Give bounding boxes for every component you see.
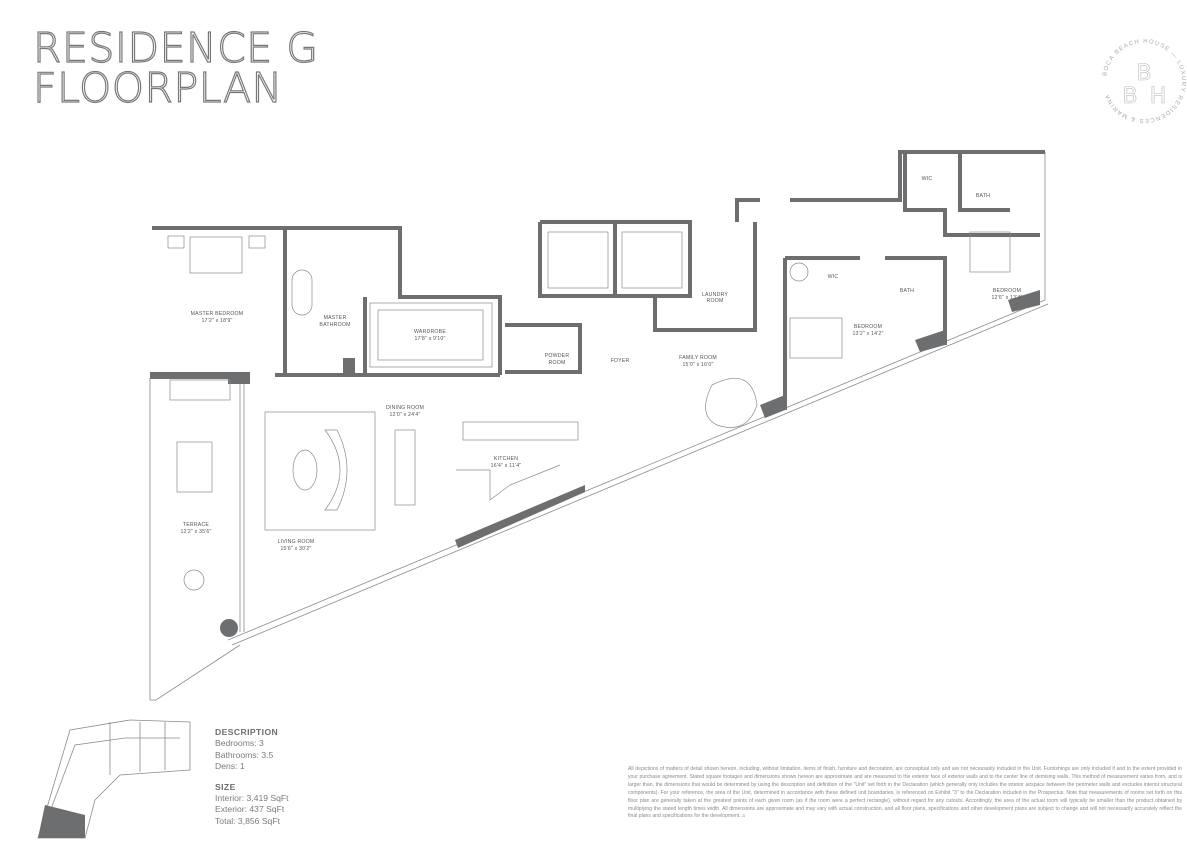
bedrooms-count: Bedrooms: 3 [215,738,264,749]
logo-monogram-left: B [1122,84,1137,109]
key-plan-highlight [38,805,85,838]
room-bedroom-2-dims: 13'2" x 14'2" [852,331,883,337]
room-bath-3: BATH [976,193,990,199]
kitchen-counter-icon [462,421,579,441]
legal-disclaimer: All depictions of matters of detail show… [628,766,1182,821]
total-size: Total: 3,856 SqFt [215,815,280,826]
room-master-bedroom: MASTER BEDROOM [191,311,244,317]
room-terrace-dims: 12'2" x 35'6" [180,529,211,535]
bathrooms-count: Bathrooms: 3.5 [215,749,274,760]
room-kitchen: KITCHEN [494,456,518,462]
logo-monogram-top: B [1136,61,1151,86]
exterior-glazing [149,152,1049,701]
room-bedroom-2: BEDROOM [854,324,882,330]
room-foyer: FOYER [611,358,630,364]
unit-description: DESCRIPTION Bedrooms: 3 Bathrooms: 3.5 D… [215,727,289,827]
room-kitchen-dims: 16'4" x 11'4" [491,463,522,469]
room-living-dims: 15'6" x 30'2" [280,546,311,552]
room-master-bathroom-2: BATHROOM [319,322,350,328]
room-laundry: LAUNDRY [702,292,728,298]
room-living: LIVING ROOM [278,539,315,545]
room-master-bathroom: MASTER [324,315,347,321]
title-line-2: FLOORPLAN [32,64,283,112]
disclaimer-text: All depictions of matters of detail show… [628,766,1182,820]
room-dining: DINING ROOM [386,405,424,411]
bathtub-icon [291,269,313,316]
solid-columns [150,290,1040,637]
dining-table-icon [394,429,416,506]
room-powder-2: ROOM [549,360,566,366]
logo-monogram-right: H [1150,84,1167,109]
room-powder: POWDER [545,353,570,359]
room-dining-dims: 12'0" x 24'4" [389,412,420,418]
bedroom-bed-icon [789,317,843,359]
room-family: FAMILY ROOM [679,355,717,361]
room-labels: MASTER BEDROOM 17'2" x 18'9" MASTER BATH… [180,176,1022,552]
family-sofa-icon [705,377,758,428]
master-bed-icon [189,236,243,274]
room-bedroom-3-dims: 12'6" x 13'4" [991,295,1022,301]
room-wardrobe-dims: 17'8" x 9'10" [414,336,445,342]
key-plan [37,719,191,839]
room-wic-1: WIC [828,274,839,280]
page-title: RESIDENCE G FLOORPLAN [32,24,319,112]
room-wardrobe: WARDROBE [414,329,446,335]
description-heading: DESCRIPTION [215,727,279,737]
room-master-bedroom-dims: 17'2" x 18'9" [201,318,232,324]
brand-logo: BOCA BEACH HOUSE — LUXURY RESIDENCES & M… [1102,39,1185,123]
room-bedroom-3: BEDROOM [993,288,1021,294]
title-line-1: RESIDENCE G [32,24,319,72]
room-wic-2: WIC [922,176,933,182]
dens-count: Dens: 1 [215,761,245,772]
walls [150,150,1045,410]
room-family-dims: 15'0" x 16'0" [682,362,713,368]
furniture [167,231,1011,591]
exterior-size: Exterior: 437 SqFt [215,804,285,815]
equal-housing-icon: ⌂ [742,813,746,820]
room-laundry-2: ROOM [707,298,724,304]
interior-size: Interior: 3,419 SqFt [215,793,289,804]
bedroom-bed-icon-2 [969,231,1011,273]
room-bath-2: BATH [900,288,914,294]
terrace-table-icon [176,441,213,493]
living-rug [264,411,376,531]
room-terrace: TERRACE [183,522,210,528]
size-heading: SIZE [215,781,236,792]
